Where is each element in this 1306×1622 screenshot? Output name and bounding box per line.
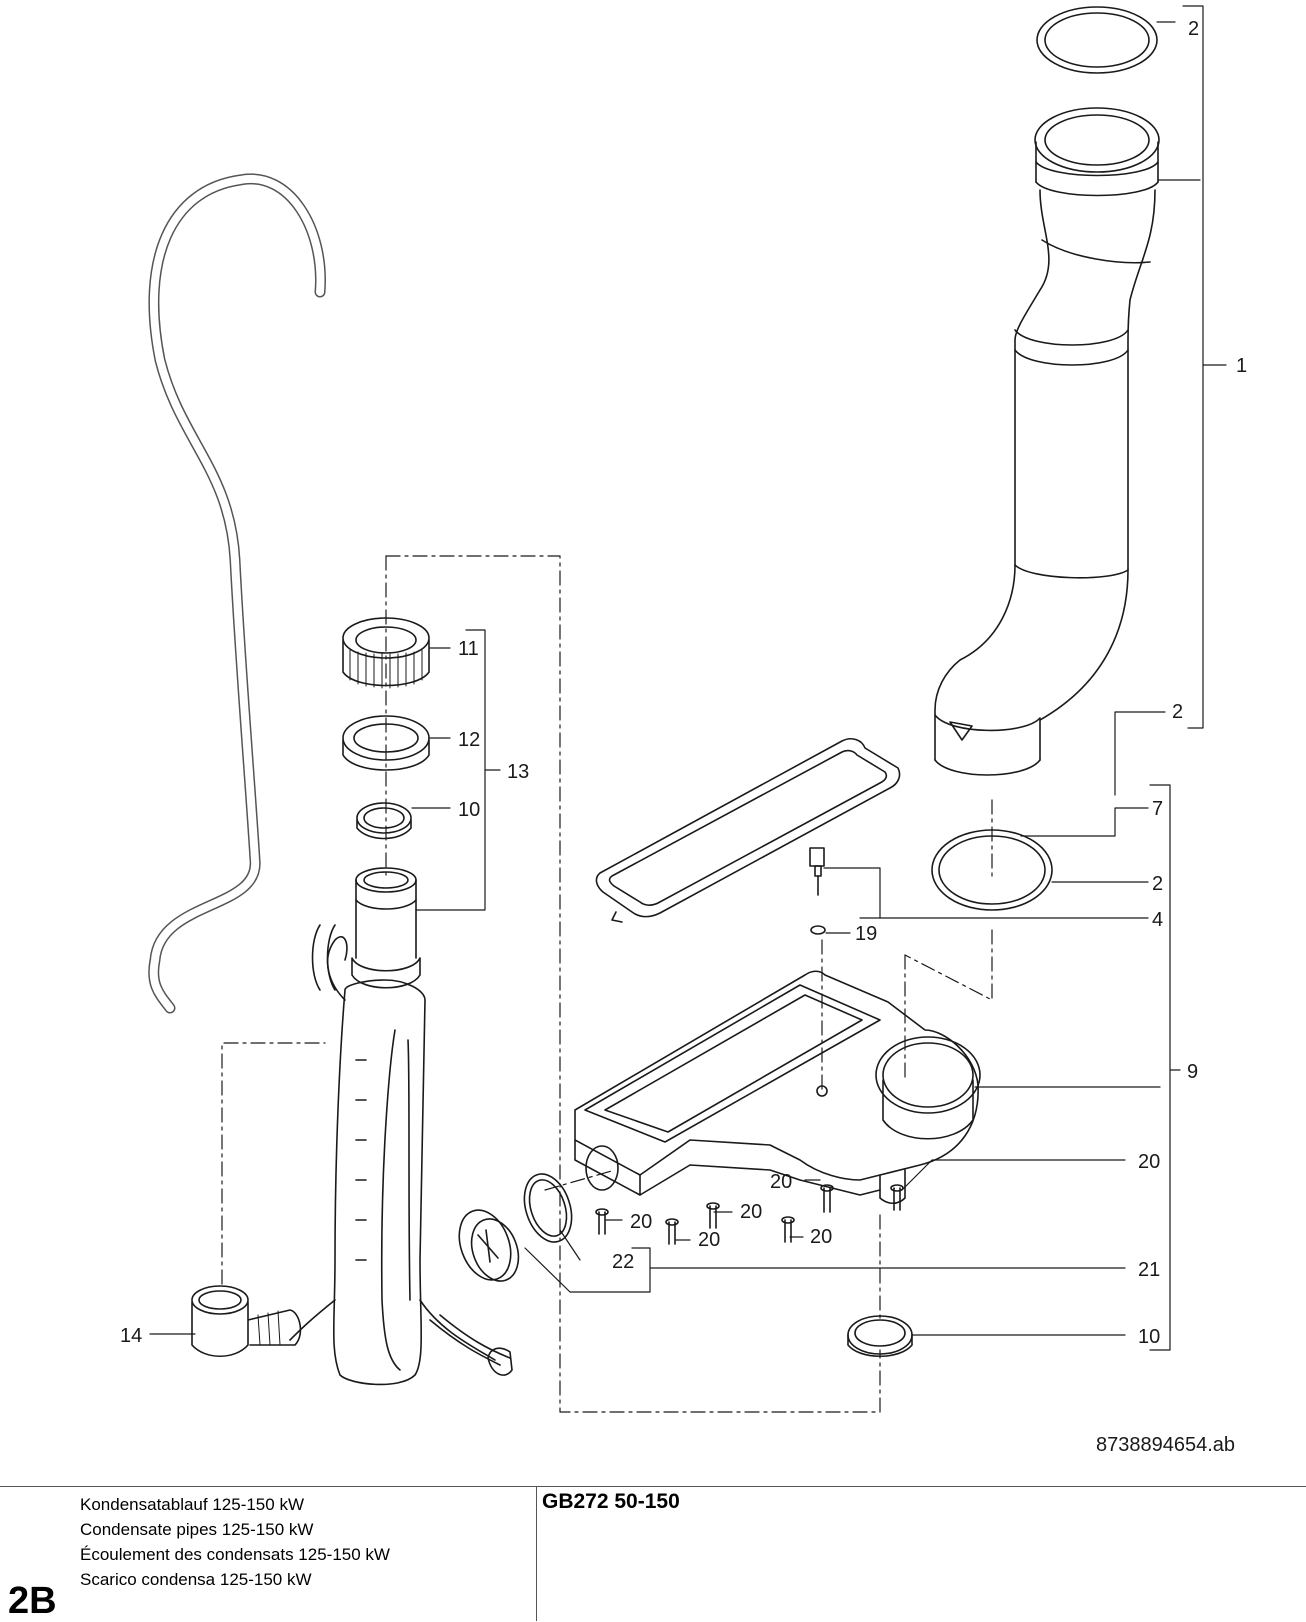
callout-21: 21: [1138, 1259, 1160, 1281]
drain-cap-21: [458, 1209, 520, 1282]
model-name: GB272 50-150: [542, 1490, 680, 1513]
callout-20-a: 20: [770, 1171, 792, 1193]
title-de: Kondensatablauf 125-150 kW: [80, 1495, 304, 1514]
callout-9: 9: [1187, 1061, 1198, 1083]
callout-20-right: 20: [1138, 1151, 1160, 1173]
callout-20-e: 20: [810, 1226, 832, 1248]
center-lines: [221, 555, 993, 1413]
callout-13: 13: [507, 761, 529, 783]
callout-4: 4: [1152, 909, 1163, 931]
elbow-14: [191, 1285, 302, 1357]
leader-lines: [149, 5, 1227, 1351]
seal-ring-lower: [931, 829, 1053, 911]
condensate-sensor: [809, 847, 826, 935]
seal-ring-top: [1036, 6, 1158, 74]
flue-pipe: [934, 107, 1160, 776]
callout-11: 11: [458, 638, 479, 660]
gasket: [595, 738, 901, 923]
callout-2-top: 2: [1188, 18, 1199, 40]
callout-14: 14: [120, 1325, 142, 1347]
callout-20-b: 20: [740, 1201, 762, 1223]
title-en: Condensate pipes 125-150 kW: [80, 1520, 314, 1539]
siphon: [289, 867, 513, 1386]
callout-2-mid: 2: [1172, 701, 1183, 723]
callout-7: 7: [1152, 798, 1163, 820]
callout-10-bottom: 10: [1138, 1326, 1160, 1348]
section-titles: Kondensatablauf 125-150 kW Condensate pi…: [80, 1492, 390, 1592]
callout-2-ring: 2: [1152, 873, 1163, 895]
callout-12: 12: [458, 729, 480, 751]
callout-20-c: 20: [630, 1211, 652, 1233]
o-ring-22: [523, 1173, 573, 1243]
section-code: 2B: [8, 1580, 57, 1622]
callout-22: 22: [612, 1251, 634, 1273]
callout-20-d: 20: [698, 1229, 720, 1251]
title-block: 2B Kondensatablauf 125-150 kW Condensate…: [0, 1486, 1306, 1621]
seal-10-left: [356, 802, 412, 840]
condensate-tray: [574, 970, 981, 1205]
footer-divider-vertical: [536, 1486, 537, 1621]
screws-20: [595, 1184, 904, 1245]
callout-19: 19: [855, 923, 877, 945]
title-it: Scarico condensa 125-150 kW: [80, 1570, 312, 1589]
title-fr: Écoulement des condensats 125-150 kW: [80, 1545, 390, 1564]
callout-1: 1: [1236, 355, 1247, 377]
callout-labels: 2 1 2 7 2 4 19 9 20 20 20 20 20 20 21 22…: [120, 18, 1247, 1456]
footer-divider-horizontal: [0, 1486, 1306, 1487]
callout-10-left: 10: [458, 799, 480, 821]
o-ring-19: [810, 925, 826, 935]
document-number: 8738894654.ab: [1096, 1434, 1235, 1456]
drain-hose: [148, 173, 326, 1014]
